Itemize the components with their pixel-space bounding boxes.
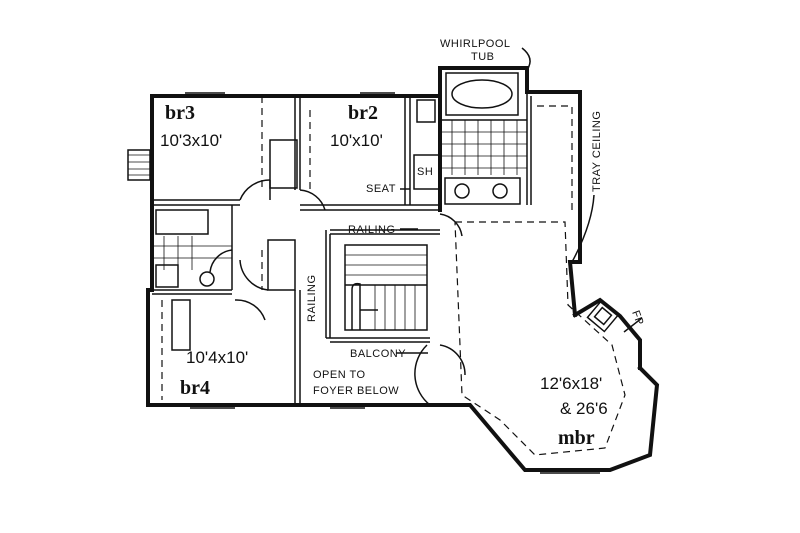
seat-label: SEAT [366, 183, 396, 195]
chimney-hatch [128, 154, 150, 176]
door-swings [209, 179, 466, 406]
bath-tile-grid [440, 120, 527, 175]
tray-ceiling-upper [537, 105, 573, 210]
br3-size: 10'3x10' [160, 131, 222, 150]
open-foyer-label-2: FOYER BELOW [313, 385, 399, 397]
whirlpool-label-1: WHIRLPOOL [440, 38, 511, 50]
mbr-size-line1: 12'6x18' [540, 374, 602, 393]
fireplace [586, 299, 643, 333]
tray-ceiling-label: TRAY CEILING [591, 111, 603, 192]
exterior-walls [146, 66, 660, 472]
fireplace-label: FP [629, 309, 645, 327]
railings [325, 229, 440, 343]
mbr-name: mbr [558, 427, 595, 449]
chimney [127, 149, 151, 181]
staircase [344, 244, 428, 331]
shower-label: SH [417, 166, 433, 178]
railing-label-top: RAILING [348, 224, 396, 236]
mbr-size-line2: & 26'6 [560, 399, 608, 418]
open-foyer-label-1: OPEN TO [313, 369, 366, 381]
whirlpool-label-2: TUB [471, 51, 495, 63]
railing-label-side: RAILING [306, 274, 318, 322]
closet-dashes [161, 96, 311, 400]
master-bath [413, 72, 532, 205]
stair-treads [345, 254, 427, 330]
annotations: WHIRLPOOL TUB SH SEAT RAILING RAILING BA… [306, 38, 646, 397]
br2-name: br2 [348, 102, 378, 124]
hall-bath [152, 209, 232, 288]
br2-size: 10'x10' [330, 131, 383, 150]
br3-name: br3 [165, 102, 195, 124]
leader-lines [396, 47, 595, 354]
windows [185, 92, 600, 474]
room-labels: br3 10'3x10' br2 10'x10' 10'4x10' br4 12… [160, 102, 608, 449]
br4-name: br4 [180, 377, 210, 399]
br4-size: 10'4x10' [186, 348, 248, 367]
balcony-label: BALCONY [350, 348, 406, 360]
